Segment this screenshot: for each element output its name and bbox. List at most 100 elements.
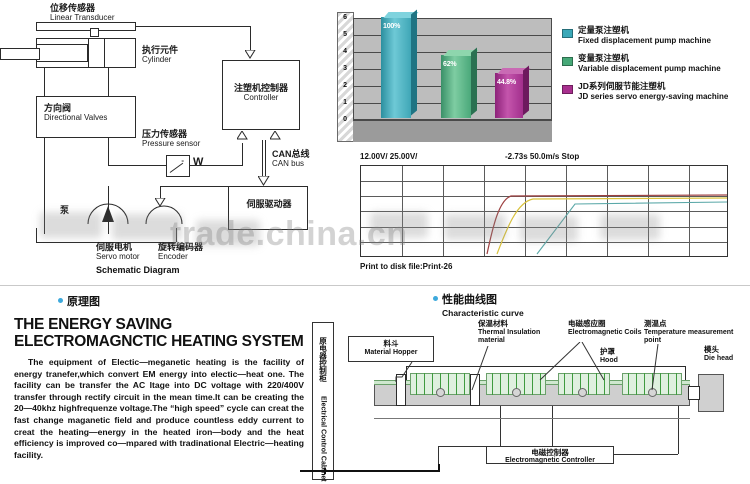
coil-group-4	[622, 373, 682, 395]
ytick-5: 5	[343, 31, 347, 38]
legend-label-cn: 定量泵注塑机	[578, 25, 630, 35]
arrow-encoder-down	[155, 198, 166, 207]
gridline-0	[353, 120, 552, 121]
arrow-canbus-down	[258, 176, 270, 186]
line-canbus-b	[265, 140, 266, 178]
cable-to-cabinet	[324, 468, 326, 474]
legend-label-en: Variable displacement pump machine	[578, 63, 721, 73]
bar-value-label: 62%	[443, 61, 457, 68]
bar-jd-servo: 44.8%	[495, 65, 531, 118]
gridline-6	[353, 18, 552, 19]
bar-side	[523, 65, 529, 116]
coil-group-2	[486, 373, 546, 395]
legend-label-en: JD series servo energy-saving machine	[578, 91, 729, 101]
bar-face	[381, 17, 411, 118]
die-head	[698, 374, 724, 412]
oscilloscope-panel: 12.00V/ 25.00V/ -2.73s 50.0m/s Stop Prin	[360, 152, 745, 277]
insulation-label-en: Thermal Insulation material	[478, 328, 541, 345]
line-tank-left	[44, 138, 45, 234]
legend-item: JD系列伺服节能注塑机 JD series servo energy-savin…	[562, 81, 750, 101]
line-sensor-up	[242, 143, 243, 166]
linear-transducer-body	[36, 22, 136, 31]
directional-valve-body	[36, 96, 136, 138]
label-directional-valves: 方向阀 Directional Valves	[44, 103, 108, 123]
line-tank-mid	[108, 186, 109, 234]
controller-box	[222, 60, 300, 130]
label-cylinder: 执行元件 Cylinder	[142, 45, 179, 65]
caption-schematic: 原理图	[58, 292, 100, 310]
scope-volts-label: 12.00V/ 25.00V/	[360, 152, 418, 161]
section-divider	[0, 285, 750, 286]
cylinder-rod	[0, 48, 40, 60]
die-neck	[688, 386, 700, 400]
legend-item: 定量泵注塑机 Fixed displacement pump machine	[562, 25, 750, 45]
legend-swatch-jd	[562, 85, 573, 94]
label-servo-driver: 伺服驱动器	[246, 199, 292, 209]
bar-value-label: 44.8%	[497, 79, 516, 86]
bar-value-label: 100%	[383, 23, 401, 30]
hopper-label-en: Material Hopper	[364, 348, 418, 356]
label-can-bus: CAN总线 CAN bus	[272, 149, 310, 169]
energy-comparison-chart: 6 5 4 3 2 1 0 100% 62%	[317, 4, 728, 144]
tank-right-wall	[176, 228, 177, 242]
coils-label-cn: 电磁感应圈	[568, 319, 606, 328]
line-cyl-valve-b	[108, 68, 109, 96]
legend-label-cn: 变量泵注塑机	[578, 53, 630, 63]
hopper-label-cn: 料斗	[383, 339, 399, 348]
callout-die-head: 模头 Die head	[704, 345, 734, 363]
ytick-2: 2	[343, 82, 347, 89]
hood-label-en: Hood	[600, 356, 618, 364]
scope-traces	[486, 194, 727, 255]
legend-swatch-fixed	[562, 29, 573, 38]
legend-swatch-variable	[562, 57, 573, 66]
article-title-line2: ELECTROMAGNCTIC HEATING SYSTEM	[14, 333, 304, 350]
scope-header: 12.00V/ 25.00V/ -2.73s 50.0m/s Stop	[360, 152, 745, 165]
article-body: The equipment of Electic—meganetic heati…	[14, 357, 304, 460]
servo-driver-box	[228, 186, 308, 230]
label-controller: 注塑机控制器 Controller	[233, 83, 288, 103]
wire-coil-1	[500, 406, 501, 446]
emc-label-cn: 电磁控制器	[531, 448, 569, 457]
insulation-label-cn: 保温材料	[478, 319, 508, 328]
ytick-3: 3	[343, 65, 347, 72]
temp-leader-line	[651, 344, 659, 391]
tank-left-wall	[36, 228, 37, 242]
chart-plot-area: 6 5 4 3 2 1 0 100% 62%	[337, 9, 552, 142]
line-cyl-valve-a	[44, 68, 45, 96]
chart-legend: 定量泵注塑机 Fixed displacement pump machine 变…	[562, 25, 750, 110]
coil-group-3	[558, 373, 610, 395]
machine-diagram: 原电器控制柜 Electrical Control Cabinet	[300, 318, 750, 484]
article-title-line1: THE ENERGY SAVING	[14, 316, 172, 333]
diehead-label-en: Die head	[704, 354, 734, 362]
gridline-5	[353, 35, 552, 36]
hopper-leader-line	[395, 361, 413, 382]
machine-base-line	[374, 418, 690, 419]
temp-label-cn: 测温点	[644, 319, 667, 328]
line-canbus-a	[262, 140, 263, 178]
temp-sensor-point-2	[512, 388, 521, 397]
article-title: THE ENERGY SAVING ELECTROMAGNCTIC HEATIN…	[14, 316, 304, 350]
label-servo-motor: 伺服电机 Servo motor	[96, 242, 140, 262]
line-encoder-down	[160, 186, 161, 200]
wire-emc-left	[438, 446, 439, 464]
callout-temperature-point: 测温点 Temperature measurement point	[644, 319, 736, 346]
label-linear-transducer: 位移传感器 Linear Transducer	[50, 3, 115, 23]
material-hopper-callout: 料斗 Material Hopper	[348, 336, 434, 362]
line-transducer-controller	[136, 26, 250, 27]
line-sensor-right	[190, 165, 242, 166]
scope-grid	[360, 165, 728, 257]
cylinder-piston	[36, 44, 88, 62]
line-encoder-feedback	[160, 186, 230, 187]
schematic-title: Schematic Diagram	[96, 265, 180, 275]
pressure-sensor-unit: W	[193, 156, 204, 168]
arrow-controller-in-1	[237, 131, 248, 140]
transducer-slider	[90, 28, 99, 37]
electromagnetic-controller-box: 电磁控制器 Electromagnetic Controller	[486, 446, 614, 464]
scope-footer: Print to disk file:Print-26	[360, 262, 453, 271]
legend-label-en: Fixed displacement pump machine	[578, 35, 711, 45]
line-valve-down	[108, 138, 109, 166]
temp-sensor-point-1	[436, 388, 445, 397]
bar-side	[471, 47, 477, 116]
bar-variable-pump: 62%	[441, 47, 479, 118]
